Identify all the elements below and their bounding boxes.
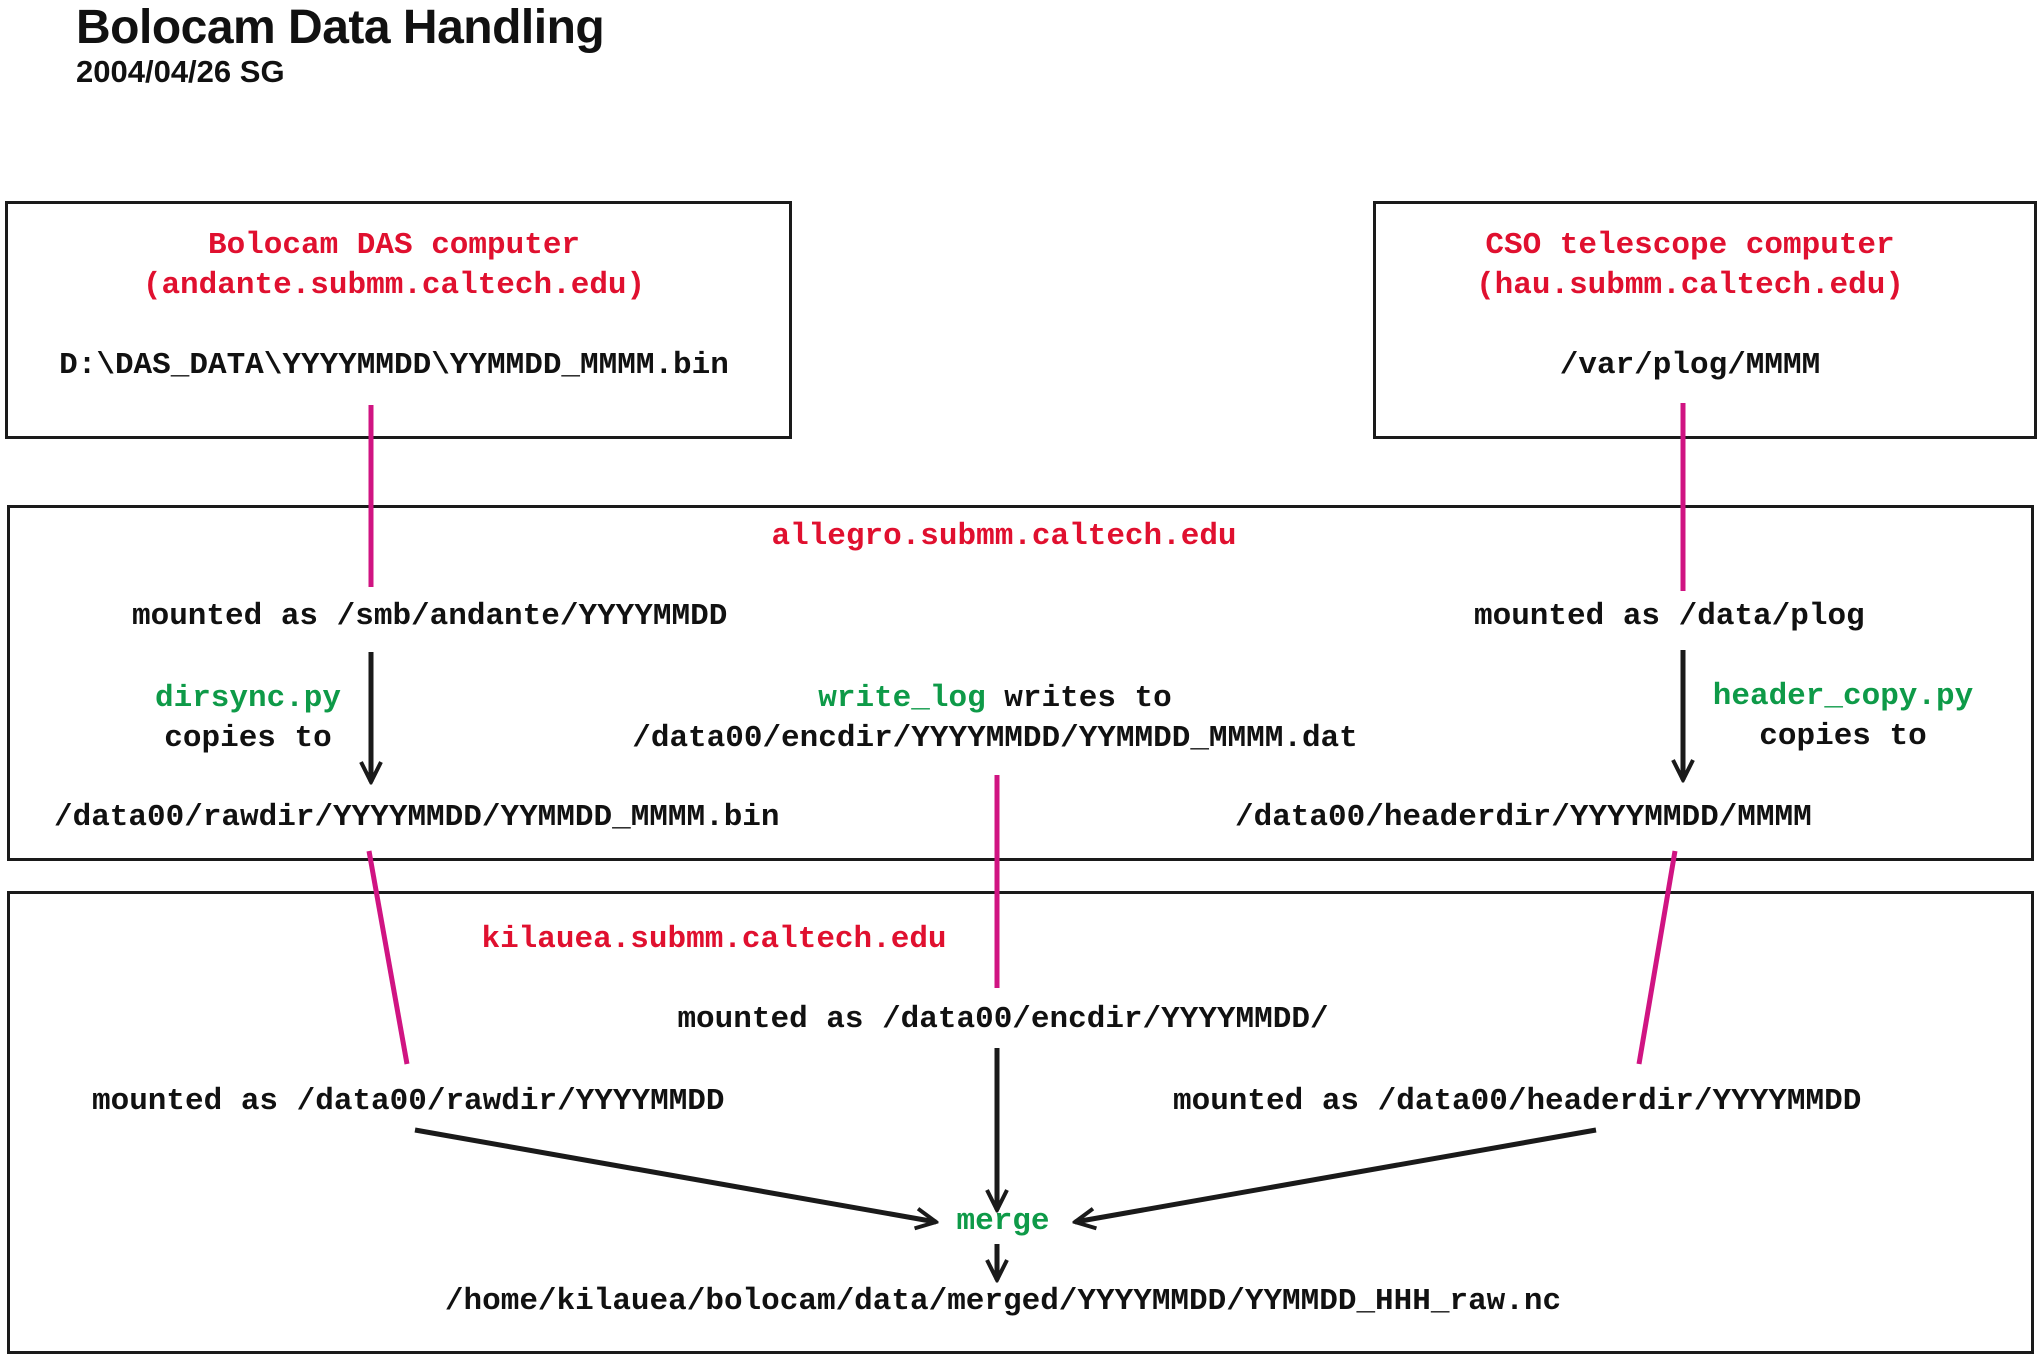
allegro-mount-right: mounted as /data/plog: [1474, 599, 1865, 634]
diagram-title: Bolocam Data Handling: [76, 1, 605, 54]
kilauea-mount-right: mounted as /data00/headerdir/YYYYMMDD: [1173, 1084, 1862, 1119]
dirsync-action-label: copies to: [164, 721, 332, 756]
headerdir-path-label: /data00/headerdir/YYYYMMDD/MMMM: [1235, 800, 1812, 835]
writelog-script-label: write_log: [818, 681, 986, 716]
das-box-title: Bolocam DAS computer: [207, 228, 581, 263]
cso-computer-box: [1373, 201, 2037, 439]
das-box-host: (andante.submm.caltech.edu): [142, 268, 646, 303]
kilauea-host-label: kilauea.submm.caltech.edu: [481, 922, 947, 957]
dirsync-script-label: dirsync.py: [154, 681, 342, 716]
cso-box-path: /var/plog/MMMM: [1559, 348, 1821, 383]
writelog-line: write_log writes to: [818, 679, 1171, 719]
header-copy-script-label: header_copy.py: [1712, 679, 1974, 714]
das-computer-box: [5, 201, 792, 439]
allegro-host-label: allegro.submm.caltech.edu: [771, 519, 1237, 554]
allegro-mount-left: mounted as /smb/andante/YYYYMMDD: [132, 599, 728, 634]
merged-output-path: /home/kilauea/bolocam/data/merged/YYYYMM…: [444, 1284, 1562, 1319]
rawdir-path-label: /data00/rawdir/YYYYMMDD/YYMMDD_MMMM.bin: [54, 800, 780, 835]
allegro-box: [7, 505, 2034, 861]
diagram-subtitle: 2004/04/26 SG: [76, 54, 285, 89]
merge-script-label: merge: [956, 1204, 1050, 1239]
kilauea-box: [7, 891, 2034, 1354]
kilauea-mount-left: mounted as /data00/rawdir/YYYYMMDD: [92, 1084, 725, 1119]
kilauea-mount-center: mounted as /data00/encdir/YYYYMMDD/: [677, 1002, 1329, 1037]
cso-box-host: (hau.submm.caltech.edu): [1476, 268, 1904, 303]
writelog-path-label: /data00/encdir/YYYYMMDD/YYMMDD_MMMM.dat: [632, 721, 1358, 756]
cso-box-title: CSO telescope computer: [1485, 228, 1895, 263]
das-box-path: D:\DAS_DATA\YYYYMMDD\YYMMDD_MMMM.bin: [59, 348, 729, 383]
writelog-action-label: writes to: [985, 681, 1172, 716]
header-copy-action-label: copies to: [1759, 719, 1927, 754]
